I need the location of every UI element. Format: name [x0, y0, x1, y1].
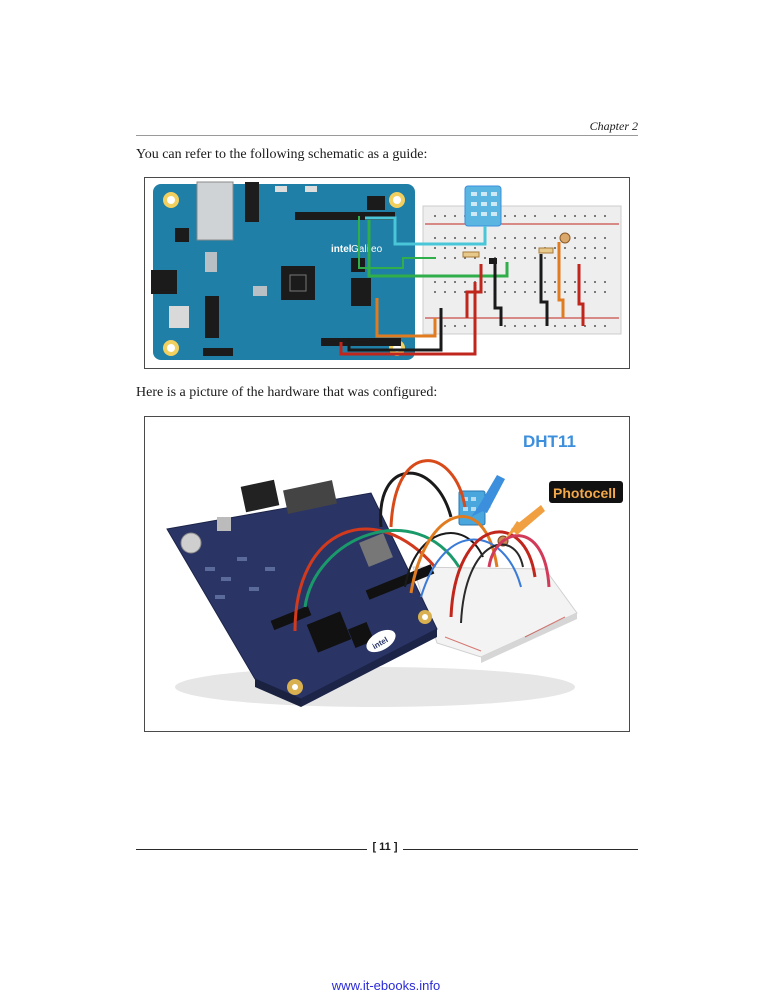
photocell-callout: Photocell	[553, 485, 616, 501]
ethernet-port-icon	[196, 181, 234, 241]
breadboard-photo	[412, 566, 578, 658]
footer-rule-left	[136, 849, 367, 850]
photocell-icon	[559, 232, 571, 244]
board-brand-label: intel	[331, 244, 352, 255]
hardware-photo-figure: intel Galileo DHT11 Photocell	[144, 416, 630, 732]
breadboard	[422, 205, 622, 335]
processor-chip-icon	[281, 266, 315, 300]
header-rule	[136, 135, 638, 136]
dht11-callout: DHT11	[523, 432, 576, 451]
photocell-arrow-icon	[511, 505, 545, 535]
hardware-paragraph: Here is a picture of the hardware that w…	[136, 385, 438, 400]
board-name-label: Galileo	[351, 244, 383, 255]
watermark-link[interactable]: www.it-ebooks.info	[331, 978, 441, 993]
page-number: [ 11 ]	[372, 841, 398, 853]
chapter-header: Chapter 2	[589, 119, 638, 133]
footer-rule-right	[403, 849, 638, 850]
dht11-arrow-icon	[477, 475, 505, 513]
schematic-figure: intel Galileo	[144, 177, 630, 369]
photocell-callout-bg	[549, 481, 623, 503]
intro-paragraph: You can refer to the following schematic…	[136, 147, 428, 162]
